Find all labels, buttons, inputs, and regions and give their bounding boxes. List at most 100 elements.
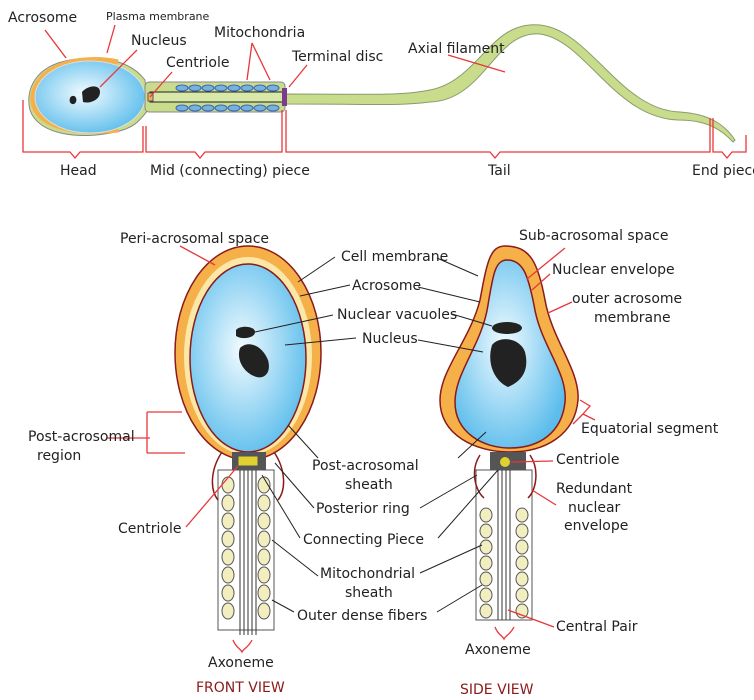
label-outer-dense-fibers: Outer dense fibers	[297, 608, 427, 624]
mitochondrion	[266, 104, 280, 112]
mitochondrion	[221, 548, 235, 566]
side-centriole	[500, 457, 510, 467]
mitochondrion	[257, 602, 271, 620]
mitochondrion	[479, 555, 493, 571]
label-outer-acrosome-2: membrane	[594, 310, 671, 326]
label-central-pair: Central Pair	[556, 619, 638, 635]
label-outer-acrosome-1: outer acrosome	[572, 291, 682, 307]
label-nucleus: Nucleus	[362, 331, 418, 347]
mitochondrion	[515, 587, 529, 603]
mitochondrion	[515, 555, 529, 571]
mitochondrion	[175, 84, 189, 92]
acrosome-pointer	[44, 29, 67, 59]
label-mito-sheath-2: sheath	[345, 585, 393, 601]
mitochondrion	[515, 523, 529, 539]
mitochondrion	[266, 84, 280, 92]
label-posterior-ring: Posterior ring	[316, 501, 410, 517]
label-redundant-1: Redundant	[556, 481, 633, 497]
side-redundant-envelope	[473, 454, 537, 499]
label-centriole-side: Centriole	[556, 452, 619, 468]
label-redundant-2: nuclear	[568, 500, 621, 516]
label-front-view: FRONT VIEW	[196, 680, 285, 696]
label-terminal-disc: Terminal disc	[291, 49, 383, 65]
mitochondrion	[253, 104, 267, 112]
label-acrosome: Acrosome	[352, 278, 421, 294]
label-axial-filament: Axial filament	[408, 41, 505, 57]
label-post-acrosomal-sheath-2: sheath	[345, 477, 393, 493]
label-mitochondria: Mitochondria	[214, 25, 305, 41]
label-side-view: SIDE VIEW	[460, 682, 534, 698]
front-nucleus-blob	[238, 344, 269, 378]
mitochondrion	[188, 84, 202, 92]
mitochondrion	[221, 566, 235, 584]
top-sperm: Acrosome Plasma membrane Nucleus Centrio…	[8, 10, 754, 179]
side-nucleus-blob	[490, 339, 527, 387]
mitochondrion	[515, 507, 529, 523]
terminal-disc	[282, 88, 287, 106]
label-nuclear-vacuoles: Nuclear vacuoles	[337, 307, 457, 323]
mitochondrion	[479, 539, 493, 555]
label-tail: Tail	[487, 163, 511, 179]
terminal-disc-pointer	[288, 64, 308, 88]
side-axoneme-lines	[497, 470, 511, 620]
label-plasma-membrane: Plasma membrane	[106, 10, 210, 23]
mitochondrion	[221, 476, 235, 494]
plasma-membrane-pointer	[106, 24, 116, 54]
mitochondrion	[257, 548, 271, 566]
mitochondrion	[188, 104, 202, 112]
front-neck-membranes	[211, 451, 285, 501]
label-head: Head	[60, 163, 97, 179]
mitochondria-group	[175, 84, 280, 112]
label-connecting-piece: Connecting Piece	[303, 532, 424, 548]
tail-bracket	[285, 110, 711, 160]
side-mito-sheath	[479, 507, 529, 619]
mitochondrion	[201, 104, 215, 112]
mitochondrion	[175, 104, 189, 112]
label-post-acrosomal-region-2: region	[37, 448, 81, 464]
mitochondrion	[227, 104, 241, 112]
front-mito-sheath	[221, 476, 271, 620]
label-peri-acrosomal-space: Peri-acrosomal space	[120, 231, 269, 247]
label-axoneme-front: Axoneme	[208, 655, 274, 671]
mitochondrion	[515, 539, 529, 555]
side-vacuole	[492, 322, 522, 334]
mitochondrion	[201, 84, 215, 92]
mitochondrion	[515, 603, 529, 619]
label-post-acrosomal-sheath-1: Post-acrosomal	[312, 458, 419, 474]
mitochondrion	[515, 571, 529, 587]
label-centriole: Centriole	[166, 55, 229, 71]
mitochondrion	[257, 494, 271, 512]
mitochondrion	[221, 530, 235, 548]
label-mid-piece: Mid (connecting) piece	[150, 163, 310, 179]
axial-filament-pointer	[447, 54, 506, 73]
mito-pointer-1	[246, 42, 253, 81]
label-centriole-front: Centriole	[118, 521, 181, 537]
label-nucleus: Nucleus	[131, 33, 187, 49]
mitochondrion	[479, 523, 493, 539]
label-equatorial-segment: Equatorial segment	[581, 421, 719, 437]
axial-core	[149, 91, 285, 103]
mitochondrion	[227, 84, 241, 92]
mitochondrion	[257, 584, 271, 602]
front-centriole	[237, 455, 259, 467]
centriole-pointer	[149, 71, 173, 98]
mitochondrion	[240, 84, 254, 92]
mitochondrion	[214, 104, 228, 112]
mitochondrion	[240, 104, 254, 112]
mitochondrion	[221, 584, 235, 602]
label-post-acrosomal-region-1: Post-acrosomal	[28, 429, 135, 445]
mitochondrion	[253, 84, 267, 92]
label-redundant-3: envelope	[564, 518, 628, 534]
label-end-piece: End piece	[692, 163, 754, 179]
mitochondrion	[479, 571, 493, 587]
mitochondrion	[221, 494, 235, 512]
label-cell-membrane: Cell membrane	[341, 249, 448, 265]
mitochondrion	[214, 84, 228, 92]
nucleus-blob	[69, 86, 100, 105]
front-view	[174, 245, 322, 635]
mitochondrion	[257, 512, 271, 530]
tail-shape	[284, 24, 736, 143]
bottom-pointers	[107, 245, 596, 654]
